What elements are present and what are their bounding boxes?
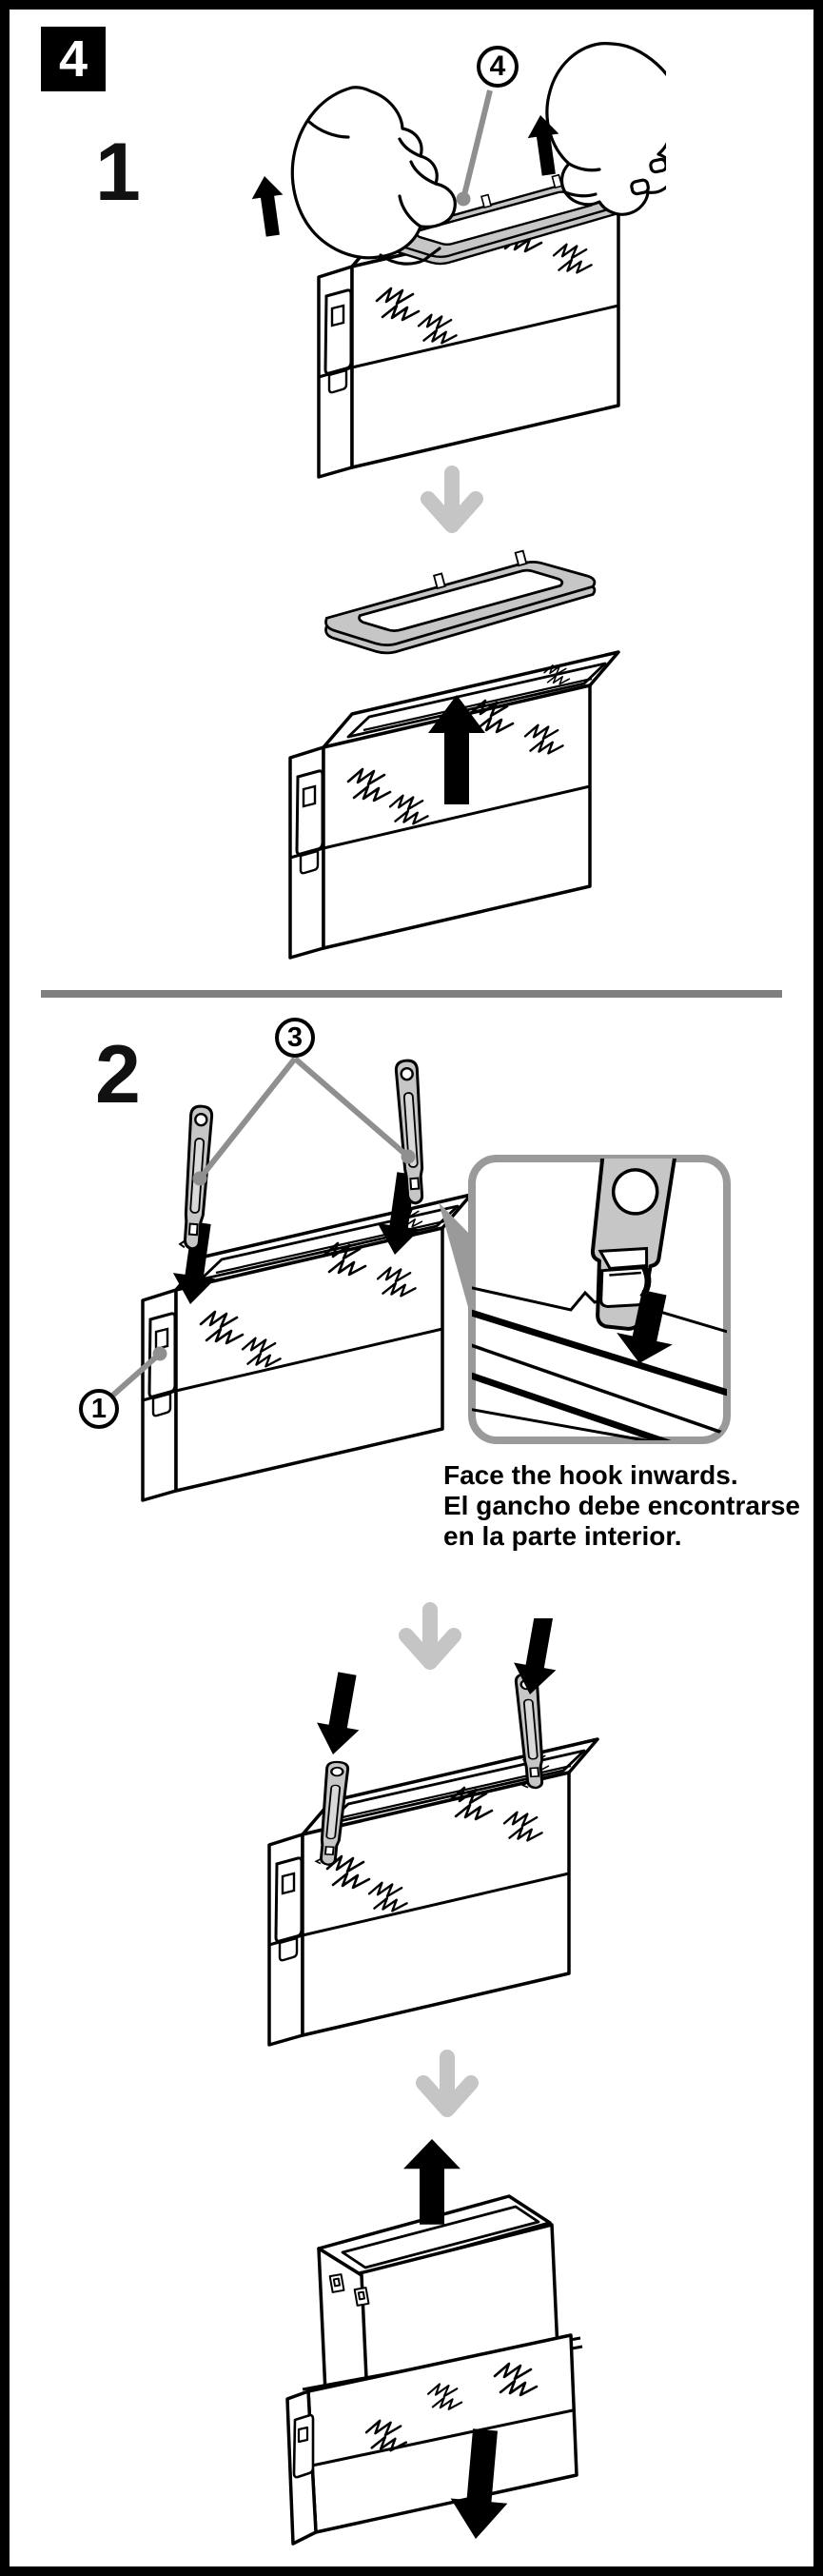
inset-detail (468, 1155, 731, 1444)
section-badge-number: 4 (58, 30, 88, 88)
inset-hook-strap (590, 1159, 678, 1331)
caption-line-es-2: en la parte interior. (443, 1521, 682, 1551)
frame-part (324, 549, 597, 655)
figure-step2-hooks-pressed (143, 1618, 618, 2075)
caption-line-en: Face the hook inwards. (443, 1460, 738, 1490)
callout-4-leader (456, 89, 493, 207)
flow-arrow-down-icon (411, 2049, 483, 2121)
right-hand (545, 41, 666, 216)
figure-step1-frame-removed (171, 549, 628, 981)
figure-step2-remove-inner-box (285, 2139, 583, 2546)
callout-latch-number: 1 (90, 1393, 108, 1424)
figure-step1-lift-frame (248, 41, 666, 505)
callout-hooks: 3 (275, 1018, 315, 1058)
callout-frame-number: 4 (489, 50, 506, 82)
section-divider (41, 990, 782, 998)
hook-caption: Face the hook inwards. El gancho debe en… (443, 1460, 823, 1552)
outer-sleeve (285, 2333, 583, 2546)
step-2-number: 2 (95, 1029, 141, 1120)
flow-arrow-down-icon (394, 1601, 466, 1674)
step-1-number: 1 (95, 127, 141, 218)
callout-frame: 4 (477, 46, 519, 88)
press-arrow-left-icon (311, 1670, 369, 1758)
lift-arrow-small-left-icon (248, 173, 289, 238)
leader-dot (401, 1149, 416, 1164)
callout-1-leader (108, 1346, 167, 1400)
callout-hooks-number: 3 (286, 1021, 304, 1053)
section-badge: 4 (41, 27, 106, 91)
box-illustration (290, 652, 618, 958)
figure-step2-insert-hooks (108, 1056, 731, 1580)
callout-latch: 1 (79, 1389, 119, 1429)
box-illustration (269, 1739, 598, 2045)
leader-dot (192, 1171, 207, 1186)
flow-arrow-down-icon (416, 465, 488, 537)
left-hand (290, 86, 457, 266)
callout-3-leaders (197, 1056, 410, 1180)
caption-line-es-1: El gancho debe encontrarse (443, 1491, 800, 1520)
inset-pointer-wedge (439, 1202, 475, 1331)
